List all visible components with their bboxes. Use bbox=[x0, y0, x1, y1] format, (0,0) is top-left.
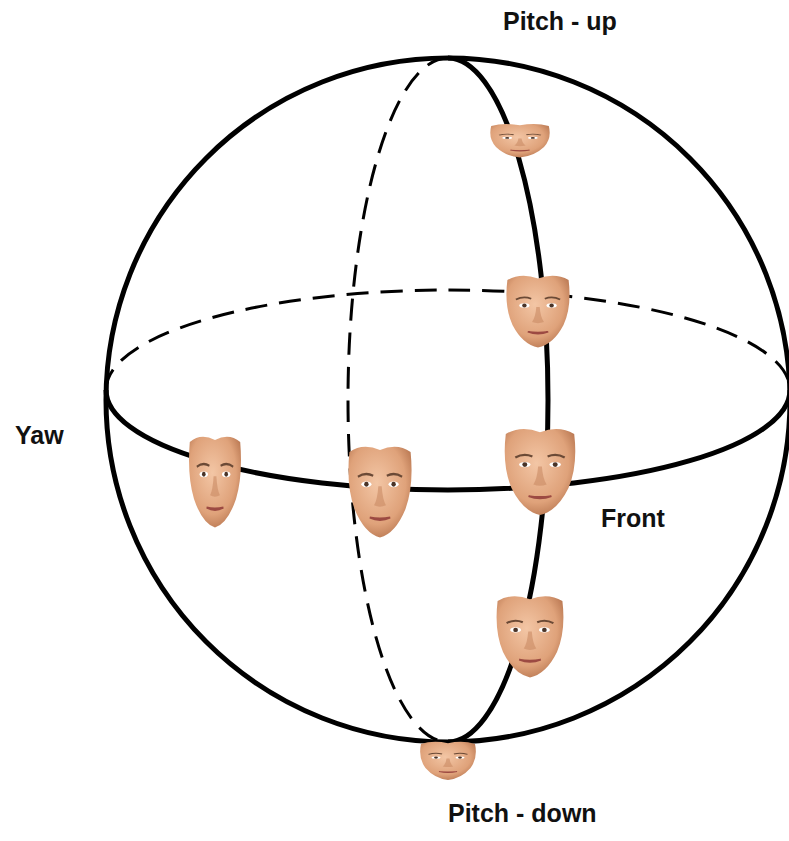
face-images bbox=[189, 124, 575, 780]
axis-label: Pitch - up bbox=[500, 8, 620, 36]
axis-label: Front bbox=[598, 505, 668, 533]
axis-label: Pitch - down bbox=[445, 800, 600, 828]
sphere-outline bbox=[106, 58, 789, 742]
axis-label: Yaw bbox=[12, 422, 67, 450]
